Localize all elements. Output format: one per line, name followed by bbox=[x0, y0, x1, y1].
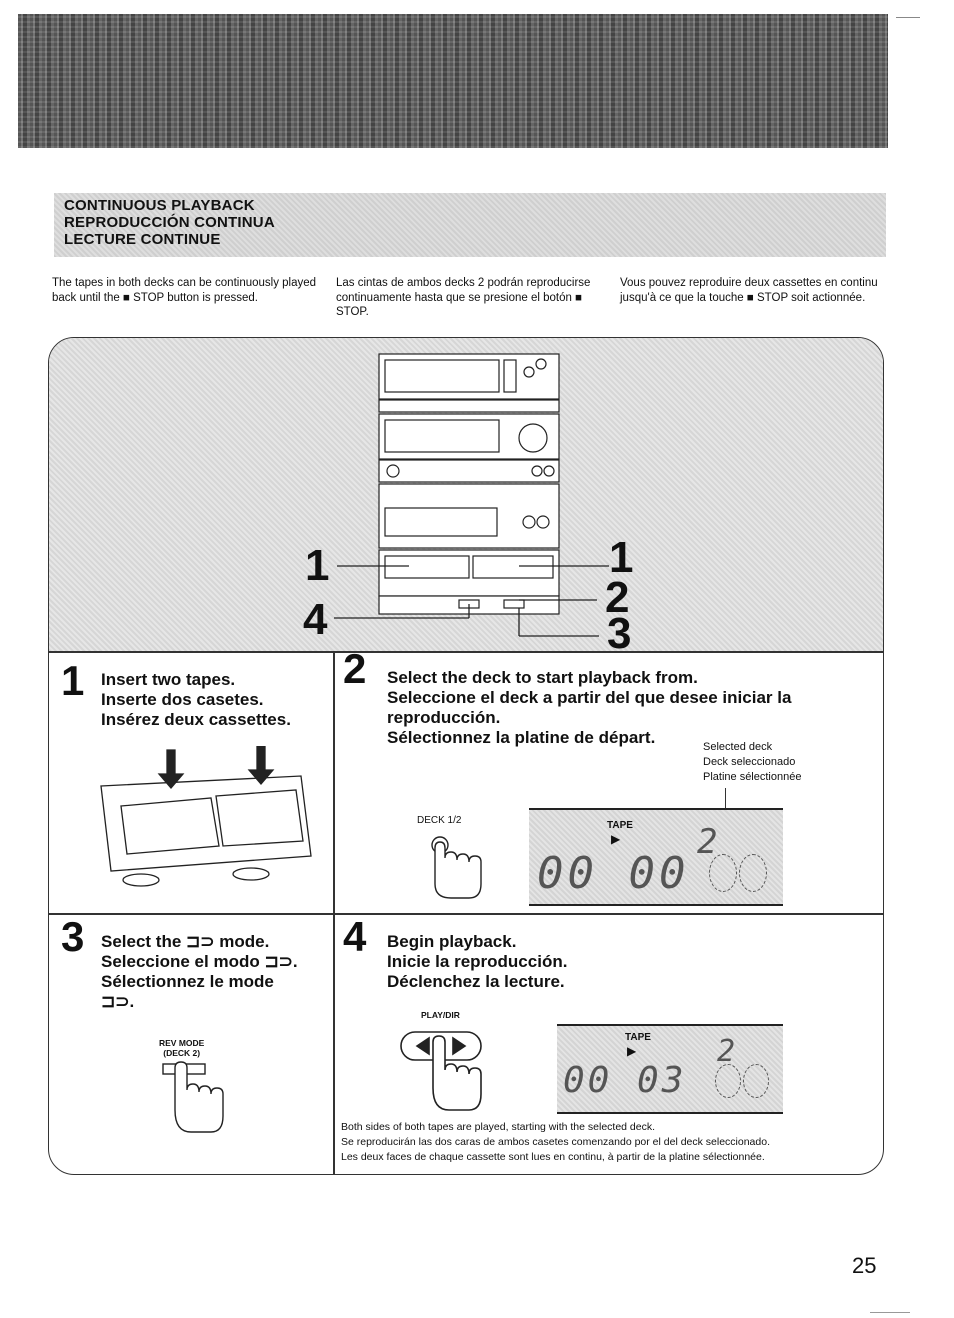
corner-mark bbox=[896, 17, 920, 18]
page-number: 25 bbox=[852, 1253, 877, 1278]
display-2-digits: 00 03 bbox=[563, 1060, 687, 1101]
tape-display-2: TAPE ▶ 2 00 03 bbox=[557, 1024, 783, 1114]
play-dir-label: PLAY/DIR bbox=[421, 1010, 460, 1020]
callout-1-left: 1 bbox=[305, 541, 330, 590]
divider-vertical bbox=[333, 651, 335, 1174]
tape-display-1: TAPE ▶ 2 00 00 bbox=[529, 808, 783, 906]
callout-4: 4 bbox=[303, 595, 328, 644]
callout-2: 2 bbox=[605, 573, 630, 622]
display-1-play-icon: ▶ bbox=[611, 832, 621, 846]
intro-fr: Vous pouvez reproduire deux cassettes en… bbox=[620, 277, 878, 304]
display-2-reel-left-icon bbox=[715, 1064, 741, 1098]
display-1-reel-left-icon bbox=[709, 854, 737, 892]
header-banner bbox=[18, 14, 888, 148]
callout-3: 3 bbox=[607, 609, 632, 658]
section-title-block: CONTINUOUS PLAYBACK REPRODUCCIÓN CONTINU… bbox=[54, 193, 886, 257]
title-es: REPRODUCCIÓN CONTINUA bbox=[64, 214, 275, 231]
rev-mode-hand-icon bbox=[162, 1061, 224, 1133]
display-1-deck-number: 2 bbox=[697, 822, 718, 862]
deck-button-label: DECK 1/2 bbox=[417, 815, 462, 826]
display-1-digits: 00 00 bbox=[537, 848, 690, 899]
step-2-number: 2 bbox=[343, 645, 367, 692]
title-fr: LECTURE CONTINUE bbox=[64, 231, 221, 248]
display-2-tape-label: TAPE bbox=[625, 1032, 651, 1043]
step-2-text: Select the deck to start playback from. … bbox=[387, 668, 792, 747]
rev-mode-label: REV MODE (DECK 2) bbox=[159, 1038, 205, 1058]
cassette-insert-illustration bbox=[100, 746, 312, 887]
display-1-tape-label: TAPE bbox=[607, 820, 633, 831]
display-2-play-icon: ▶ bbox=[627, 1044, 637, 1058]
footer-notes: Both sides of both tapes are played, sta… bbox=[341, 1121, 770, 1163]
callout-1-right: 1 bbox=[609, 533, 634, 582]
divider-top bbox=[49, 651, 883, 653]
step-1-text: Insert two tapes. Inserte dos casetes. I… bbox=[101, 670, 291, 729]
intro-en: The tapes in both decks can be continuou… bbox=[52, 277, 317, 304]
selected-deck-pointer bbox=[725, 788, 726, 814]
divider-middle bbox=[49, 913, 883, 915]
stereo-system-illustration bbox=[334, 353, 609, 637]
step-3-text: Select the ⊐⊃ mode. Seleccione el modo ⊐… bbox=[101, 932, 298, 1011]
instruction-panel: 1 4 1 2 3 1 Insert two tapes. Inserte do… bbox=[48, 337, 884, 1175]
hand-press-icon bbox=[431, 836, 482, 899]
step-1-number: 1 bbox=[61, 657, 85, 704]
step-4-number: 4 bbox=[343, 913, 367, 960]
intro-es: Las cintas de ambos decks 2 podrán repro… bbox=[336, 277, 591, 318]
display-2-reel-right-icon bbox=[743, 1064, 769, 1098]
title-en: CONTINUOUS PLAYBACK bbox=[64, 197, 255, 214]
selected-deck-label: Selected deck Deck seleccionado Platine … bbox=[703, 741, 802, 783]
play-dir-hand-icon bbox=[400, 1031, 482, 1111]
step-3-number: 3 bbox=[61, 913, 85, 960]
bottom-mark bbox=[870, 1312, 910, 1313]
display-2-deck-number: 2 bbox=[717, 1034, 736, 1069]
step-4-text: Begin playback. Inicie la reproducción. … bbox=[387, 932, 568, 991]
stereo-illustration-area: 1 4 1 2 3 bbox=[49, 338, 883, 656]
display-1-reel-right-icon bbox=[739, 854, 767, 892]
